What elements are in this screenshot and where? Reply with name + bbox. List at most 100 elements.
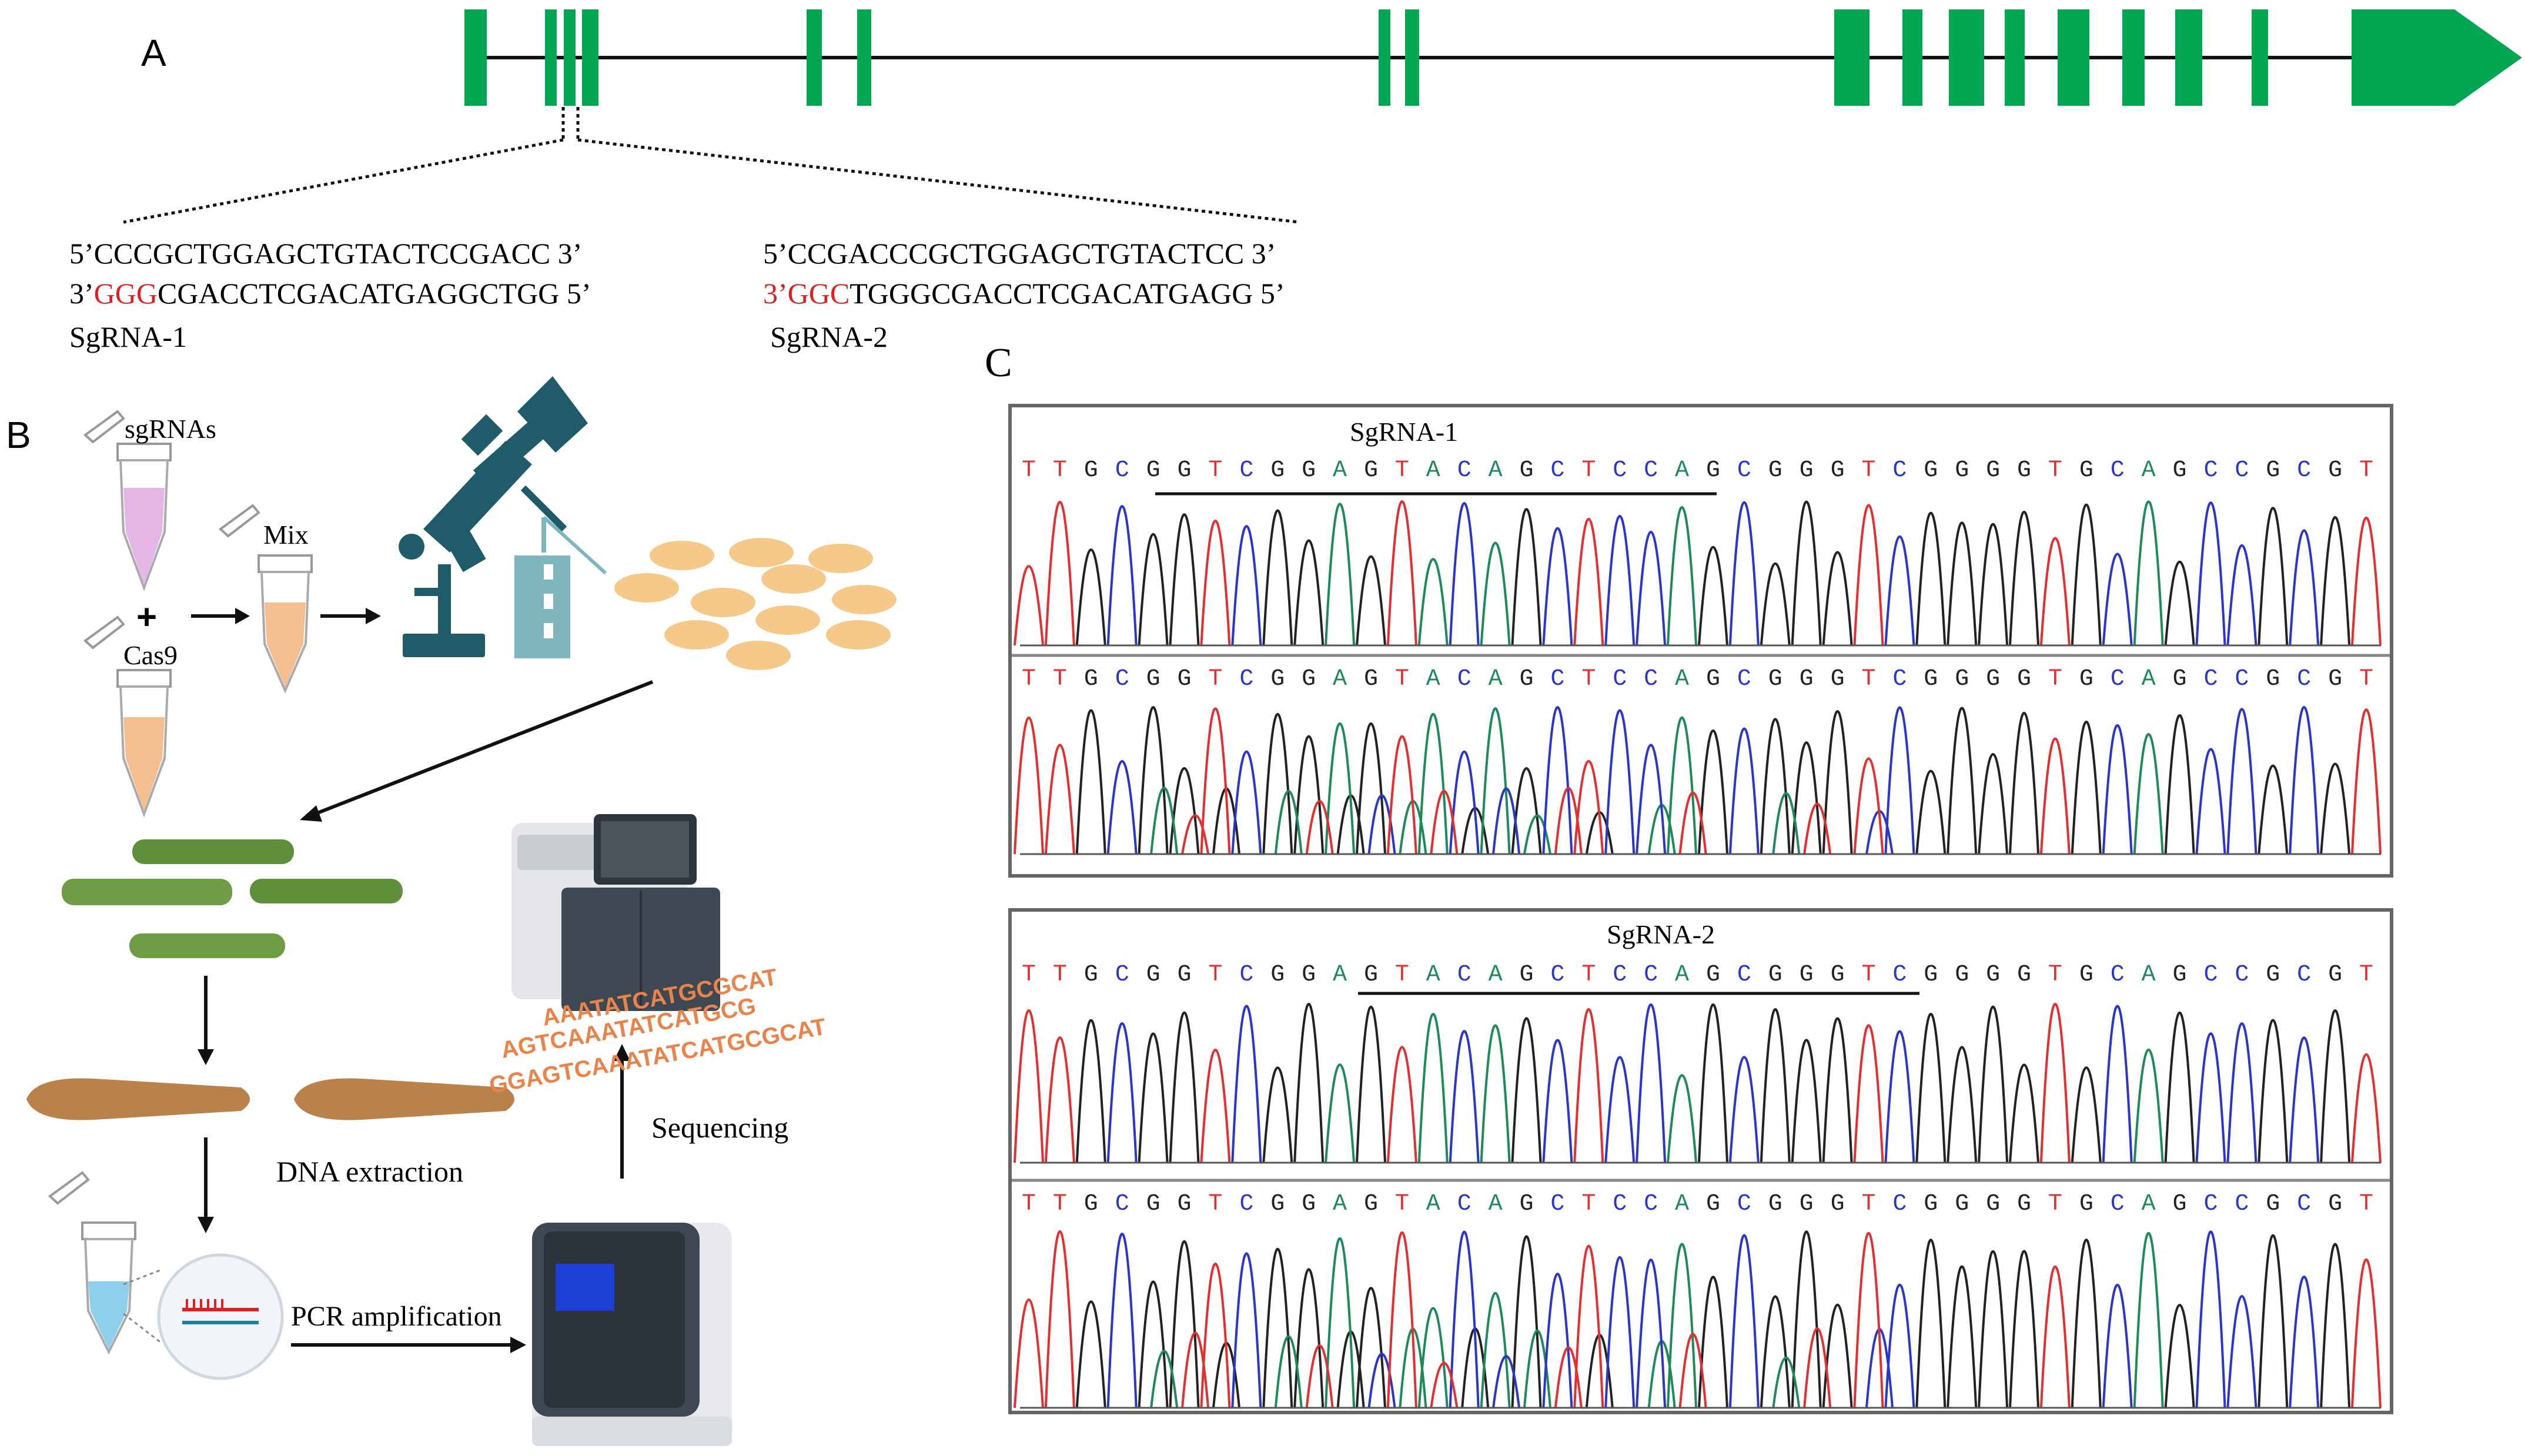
panel-b: B sgRNAs + Cas9 Mix bbox=[6, 376, 897, 1446]
base-call: G bbox=[1768, 666, 1782, 692]
base-call: G bbox=[1520, 1191, 1534, 1217]
gene-exon bbox=[2005, 9, 2025, 106]
base-call: G bbox=[1520, 457, 1534, 484]
base-call: T bbox=[1053, 457, 1067, 484]
arrow-to-pcr-tube bbox=[198, 1137, 214, 1233]
injector-box-icon bbox=[514, 516, 607, 658]
trace-C bbox=[1106, 706, 2320, 855]
sgrna2-label: SgRNA-2 bbox=[770, 320, 888, 353]
base-call: C bbox=[2235, 457, 2249, 484]
sequencer-icon bbox=[511, 814, 720, 1011]
dna-zoom-circle bbox=[157, 1253, 284, 1380]
base-call: T bbox=[1581, 666, 1596, 692]
base-call: G bbox=[1364, 666, 1378, 692]
base-call: C bbox=[2235, 962, 2249, 988]
base-call: G bbox=[1270, 666, 1285, 692]
base-call: G bbox=[2173, 457, 2187, 484]
base-call: G bbox=[1520, 666, 1534, 692]
base-call: C bbox=[2111, 457, 2125, 484]
gene-exon bbox=[2058, 9, 2089, 106]
base-call: G bbox=[2173, 1191, 2187, 1217]
base-call: T bbox=[1208, 1191, 1222, 1217]
gene-exon bbox=[582, 9, 598, 106]
base-call: A bbox=[1333, 457, 1347, 484]
base-call: T bbox=[1861, 1191, 1875, 1217]
base-call: G bbox=[1302, 666, 1316, 692]
base-call: G bbox=[1800, 666, 1814, 692]
gene-exon bbox=[1405, 9, 1419, 106]
base-call: C bbox=[1644, 457, 1658, 484]
base-call: A bbox=[1489, 457, 1503, 484]
base-call: G bbox=[1084, 962, 1098, 988]
base-call: C bbox=[2235, 666, 2249, 692]
base-call: G bbox=[1364, 457, 1378, 484]
base-call: C bbox=[1115, 1191, 1129, 1217]
panel-a-label: A bbox=[141, 32, 166, 74]
base-call: G bbox=[1178, 962, 1192, 988]
base-call: A bbox=[1426, 457, 1440, 484]
base-call: G bbox=[2079, 666, 2093, 692]
sgrna2-line2-rest: TGGGCGACCTCGACATGAGG 5’ bbox=[850, 277, 1285, 310]
base-call: G bbox=[1146, 1191, 1161, 1217]
sgrna1-line2-rest: CGACCTCGACATGAGGCTGG 5’ bbox=[158, 277, 591, 310]
base-call: G bbox=[1831, 962, 1845, 988]
base-call: C bbox=[1550, 457, 1564, 484]
base-call: G bbox=[2266, 962, 2280, 988]
base-call: A bbox=[1333, 1191, 1347, 1217]
base-call: G bbox=[1955, 962, 1969, 988]
sgrnas-label: sgRNAs bbox=[125, 414, 216, 444]
base-call: T bbox=[1581, 1191, 1596, 1217]
gene-terminal-exon-arrow bbox=[2352, 9, 2522, 106]
arrow-to-thermocycler bbox=[291, 1337, 526, 1353]
base-call: G bbox=[2328, 457, 2342, 484]
base-call: G bbox=[2017, 962, 2031, 988]
base-call: T bbox=[2359, 1191, 2373, 1217]
base-call: T bbox=[1053, 962, 1067, 988]
gene-exon bbox=[2175, 9, 2202, 106]
base-call: C bbox=[1239, 457, 1253, 484]
trace-C bbox=[1106, 1230, 2320, 1408]
base-call: T bbox=[1395, 666, 1409, 692]
panel-a: A 5’CCCGCTGGAGCTGTACTCCGACC 3’ 3’GGGCGAC… bbox=[69, 9, 2522, 353]
base-call: G bbox=[1706, 457, 1720, 484]
base-call: G bbox=[1768, 1191, 1782, 1217]
base-call: G bbox=[1520, 962, 1534, 988]
base-call: G bbox=[1986, 457, 2000, 484]
base-call: C bbox=[2297, 666, 2311, 692]
base-call: T bbox=[2048, 457, 2062, 484]
base-call: G bbox=[1706, 1191, 1720, 1217]
base-call: C bbox=[2235, 1191, 2249, 1217]
base-call: G bbox=[1302, 457, 1316, 484]
base-call: G bbox=[1831, 457, 1845, 484]
base-call: G bbox=[1146, 962, 1161, 988]
base-call: G bbox=[1924, 962, 1938, 988]
base-call: G bbox=[2079, 962, 2093, 988]
base-call: A bbox=[1489, 962, 1503, 988]
base-call: C bbox=[1892, 666, 1907, 692]
mix-label: Mix bbox=[263, 520, 309, 550]
base-call: G bbox=[1831, 666, 1845, 692]
base-call: T bbox=[1395, 962, 1409, 988]
base-call: C bbox=[2297, 457, 2311, 484]
base-call: T bbox=[1395, 457, 1409, 484]
base-call: G bbox=[1270, 1191, 1285, 1217]
base-call: C bbox=[1239, 666, 1253, 692]
sgrna1-line2: 3’GGGCGACCTCGACATGAGGCTGG 5’ bbox=[69, 277, 591, 310]
zoom-line-left bbox=[123, 138, 564, 224]
base-call: T bbox=[1022, 1191, 1036, 1217]
base-call: A bbox=[1426, 666, 1440, 692]
sgrna2-line1: 5’CCGACCCGCTGGAGCTGTACTCC 3’ bbox=[763, 237, 1276, 270]
base-call: G bbox=[1955, 666, 1969, 692]
base-call: A bbox=[2142, 962, 2156, 988]
base-call: G bbox=[1986, 1191, 2000, 1217]
base-call: G bbox=[1800, 962, 1814, 988]
base-call: G bbox=[1178, 457, 1192, 484]
base-call: C bbox=[1613, 962, 1627, 988]
base-call: G bbox=[1831, 1191, 1845, 1217]
sgrna1-line2-prefix: 3’ bbox=[69, 277, 94, 310]
base-call: C bbox=[1892, 457, 1907, 484]
base-call: C bbox=[1613, 1191, 1627, 1217]
base-call: T bbox=[2359, 457, 2373, 484]
pcr-tube-icon bbox=[48, 1171, 162, 1355]
